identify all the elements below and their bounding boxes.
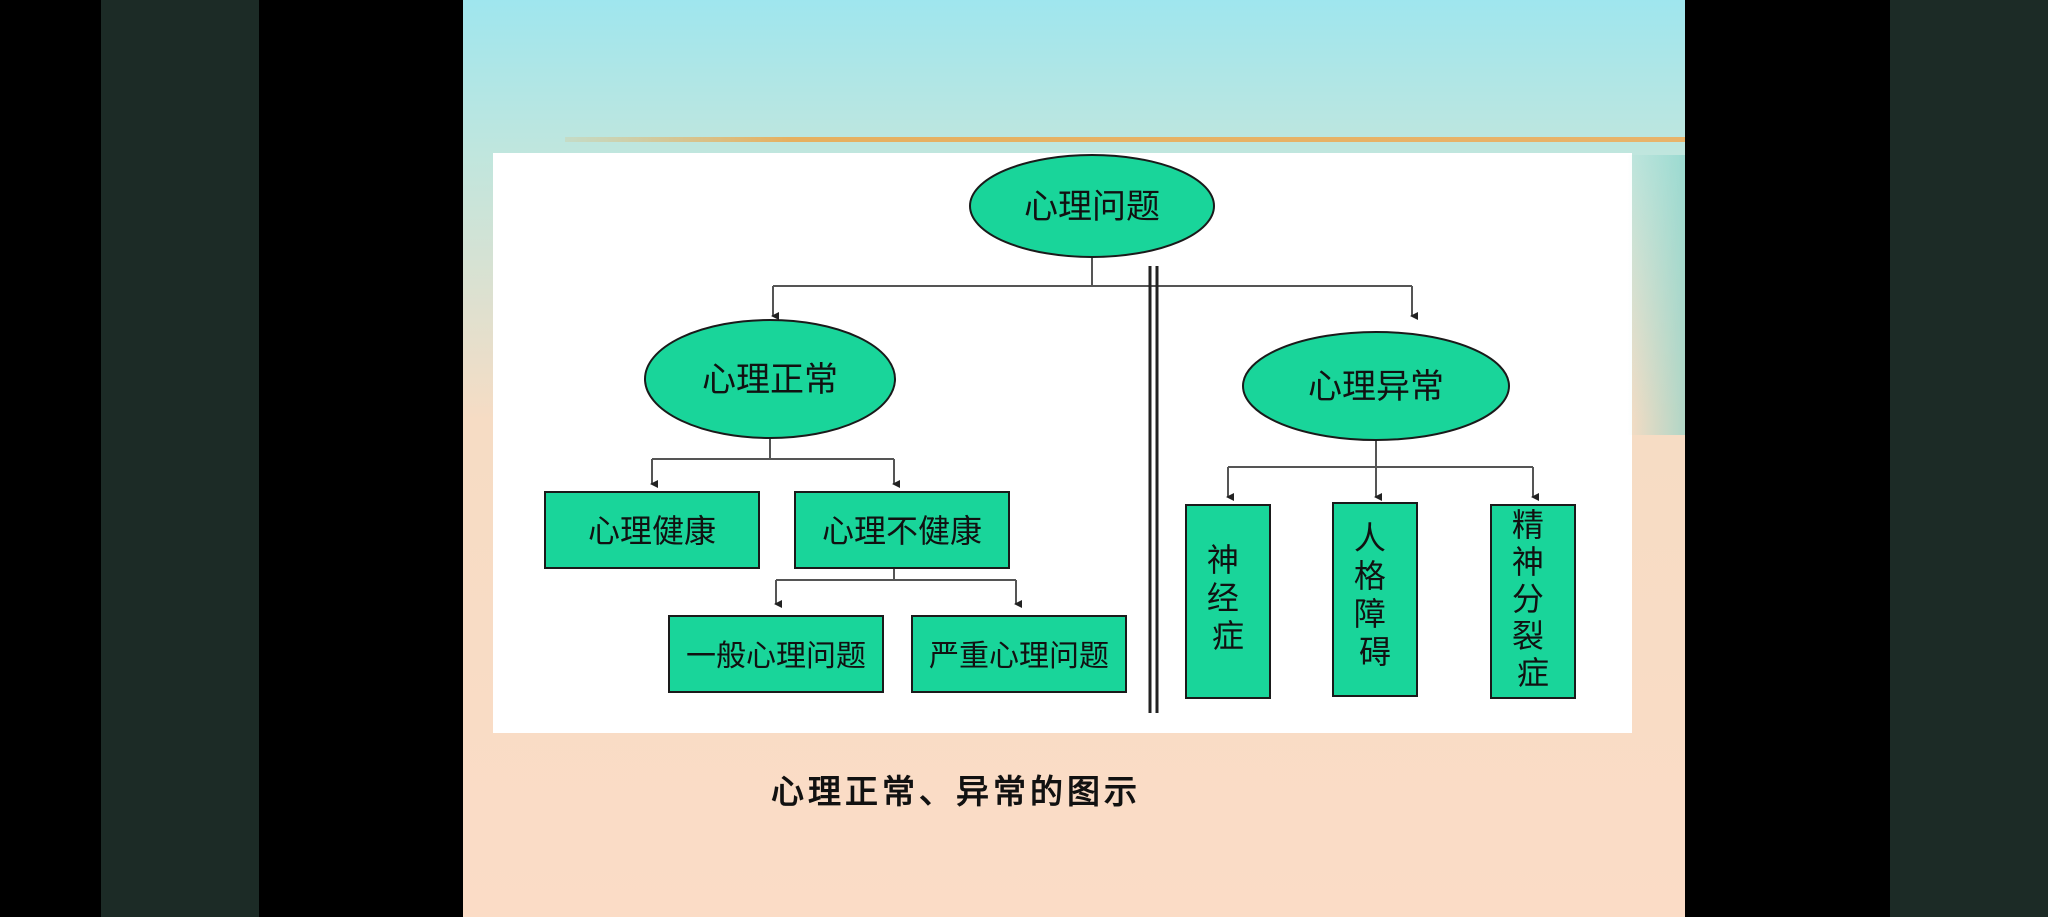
schizophrenia-char-4: 裂 bbox=[1512, 617, 1544, 655]
left-side-panel bbox=[101, 0, 259, 917]
node-schizophrenia: 精 神 分 裂 症 bbox=[1490, 504, 1576, 699]
node-root: 心理问题 bbox=[969, 154, 1215, 258]
node-root-label: 心理问题 bbox=[1024, 187, 1160, 227]
node-abnormal-label: 心理异常 bbox=[1308, 367, 1444, 407]
diagram-caption: 心理正常、异常的图示 bbox=[771, 772, 1141, 811]
schizophrenia-char-5: 症 bbox=[1517, 654, 1549, 692]
diagram-board: 心理问题 心理正常 心理异常 心理健康 心理不健 bbox=[493, 153, 1632, 733]
schizophrenia-char-3: 分 bbox=[1512, 580, 1544, 618]
right-side-panel bbox=[1890, 0, 2048, 917]
personality-char-2: 格 bbox=[1354, 557, 1386, 595]
neurosis-char-2: 经 bbox=[1207, 579, 1239, 617]
node-schizophrenia-label: 精 神 分 裂 症 bbox=[1512, 506, 1554, 692]
node-normal-label: 心理正常 bbox=[702, 360, 838, 400]
personality-char-1: 人 bbox=[1354, 519, 1386, 557]
neurosis-char-1: 神 bbox=[1207, 541, 1239, 579]
node-personality-disorder: 人 格 障 碍 bbox=[1332, 502, 1418, 697]
node-severe-problem-label: 严重心理问题 bbox=[929, 639, 1109, 674]
neurosis-char-3: 症 bbox=[1212, 617, 1244, 655]
divider-double-line bbox=[1148, 266, 1159, 713]
slide[interactable]: 心理问题 心理正常 心理异常 心理健康 心理不健 bbox=[463, 0, 1685, 917]
node-personality-disorder-label: 人 格 障 碍 bbox=[1354, 519, 1396, 671]
personality-char-4: 碍 bbox=[1359, 633, 1391, 671]
node-severe-problem: 严重心理问题 bbox=[911, 615, 1127, 693]
node-mental-unhealthy: 心理不健康 bbox=[794, 491, 1010, 569]
node-neurosis: 神 经 症 bbox=[1185, 504, 1271, 699]
diagram-svg: 心理问题 心理正常 心理异常 心理健康 心理不健 bbox=[544, 154, 1576, 713]
node-general-problem: 一般心理问题 bbox=[668, 615, 884, 693]
personality-char-3: 障 bbox=[1354, 595, 1386, 633]
node-general-problem-label: 一般心理问题 bbox=[686, 639, 866, 674]
right-edge-blur bbox=[1628, 155, 1685, 435]
node-abnormal: 心理异常 bbox=[1242, 331, 1510, 441]
connectors bbox=[650, 257, 1539, 608]
node-mental-unhealthy-label: 心理不健康 bbox=[822, 512, 982, 550]
node-neurosis-label: 神 经 症 bbox=[1207, 541, 1249, 655]
schizophrenia-char-1: 精 bbox=[1512, 506, 1544, 544]
node-mental-health-label: 心理健康 bbox=[588, 512, 716, 550]
schizophrenia-char-2: 神 bbox=[1512, 543, 1544, 581]
node-mental-health: 心理健康 bbox=[544, 491, 760, 569]
node-normal: 心理正常 bbox=[644, 319, 896, 439]
accent-line bbox=[565, 137, 1685, 142]
